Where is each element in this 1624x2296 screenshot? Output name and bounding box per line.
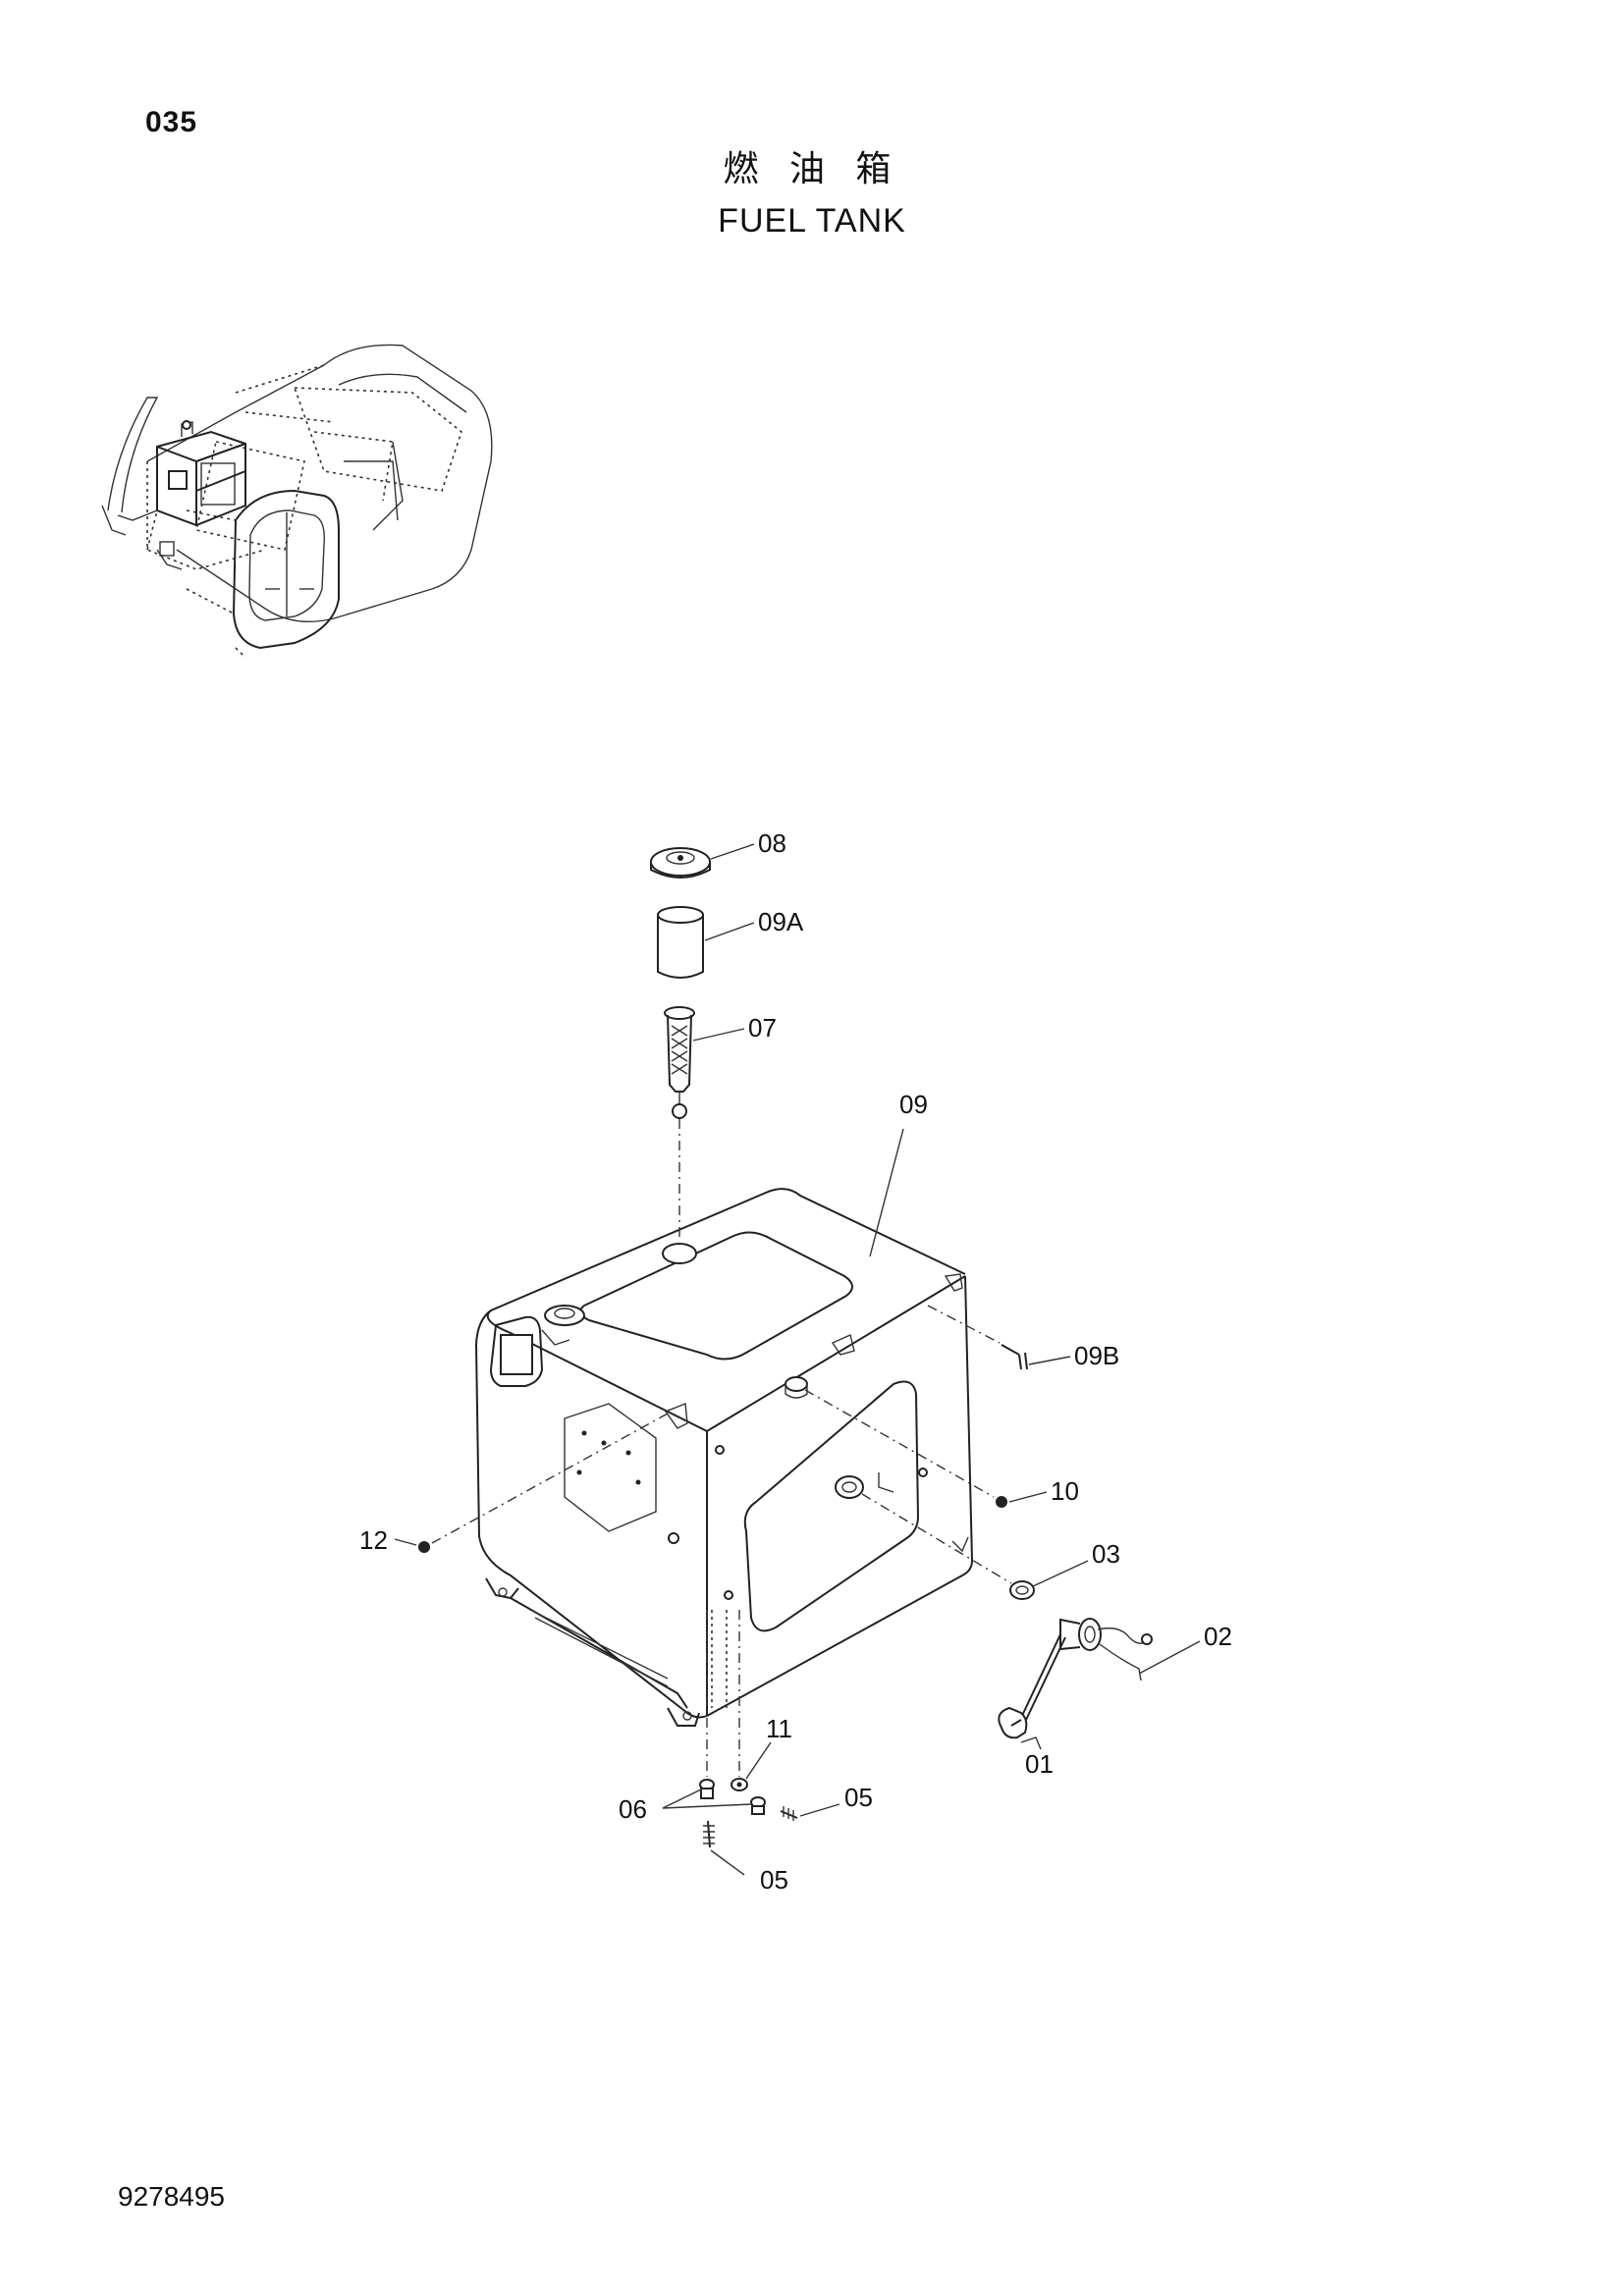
part-06-05-fittings bbox=[699, 1610, 798, 1848]
callout-labels: 08 09A 07 09 09B 10 12 03 02 01 11 06 05… bbox=[359, 828, 1232, 1895]
part-02-fuel-sender bbox=[1020, 1618, 1153, 1721]
part-12-plug bbox=[418, 1413, 669, 1553]
part-09B-pin bbox=[927, 1305, 1028, 1370]
callout-10: 10 bbox=[1051, 1476, 1079, 1506]
callout-leaders bbox=[394, 843, 1201, 1876]
callout-09B: 09B bbox=[1074, 1341, 1119, 1370]
callout-03: 03 bbox=[1092, 1539, 1120, 1569]
part-01-float bbox=[998, 1706, 1028, 1739]
part-09A-filter bbox=[657, 906, 704, 979]
callout-05-lower: 05 bbox=[760, 1865, 788, 1895]
callout-09: 09 bbox=[899, 1090, 928, 1119]
callout-01: 01 bbox=[1025, 1749, 1054, 1779]
part-10-plug bbox=[804, 1389, 1007, 1508]
callout-11: 11 bbox=[766, 1714, 792, 1743]
callout-07: 07 bbox=[748, 1013, 777, 1042]
callout-09A: 09A bbox=[758, 907, 804, 936]
part-03-o-ring bbox=[861, 1493, 1035, 1600]
callout-02: 02 bbox=[1204, 1622, 1232, 1651]
title-chinese: 燃 油 箱 bbox=[723, 149, 901, 189]
part-11-washer bbox=[731, 1778, 748, 1791]
callout-12: 12 bbox=[359, 1525, 388, 1555]
page-number: 035 bbox=[145, 106, 198, 138]
title-english: FUEL TANK bbox=[718, 202, 906, 240]
part-08-cap bbox=[650, 847, 711, 879]
callout-08: 08 bbox=[758, 828, 786, 858]
location-overview-sketch bbox=[101, 344, 493, 659]
fuel-tank-assembly bbox=[474, 1188, 974, 1727]
part-07-strainer bbox=[664, 1006, 695, 1242]
callout-06: 06 bbox=[619, 1794, 647, 1824]
title-block: 燃 油 箱 FUEL TANK bbox=[0, 147, 1624, 243]
callout-05-right: 05 bbox=[844, 1783, 873, 1812]
document-number: 9278495 bbox=[118, 2181, 226, 2212]
